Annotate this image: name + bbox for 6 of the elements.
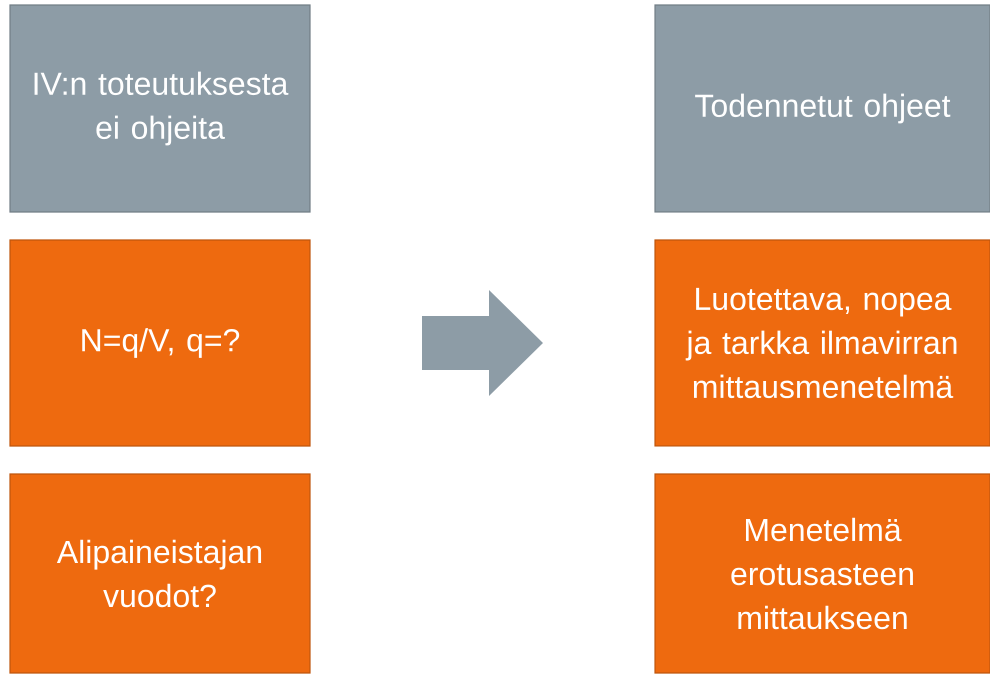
process-box: Luotettava, nopea ja tarkka ilmavirran mittausmenetelmä: [654, 239, 990, 447]
process-box: Todennetut ohjeet: [654, 4, 990, 213]
process-box: N=q/V, q=?: [9, 239, 311, 447]
process-box: IV:n toteutuksesta ei ohjeita: [9, 4, 311, 213]
process-box: Menetelmä erotusasteen mittaukseen: [654, 473, 990, 674]
process-box: Alipaineistajan vuodot?: [9, 473, 311, 674]
